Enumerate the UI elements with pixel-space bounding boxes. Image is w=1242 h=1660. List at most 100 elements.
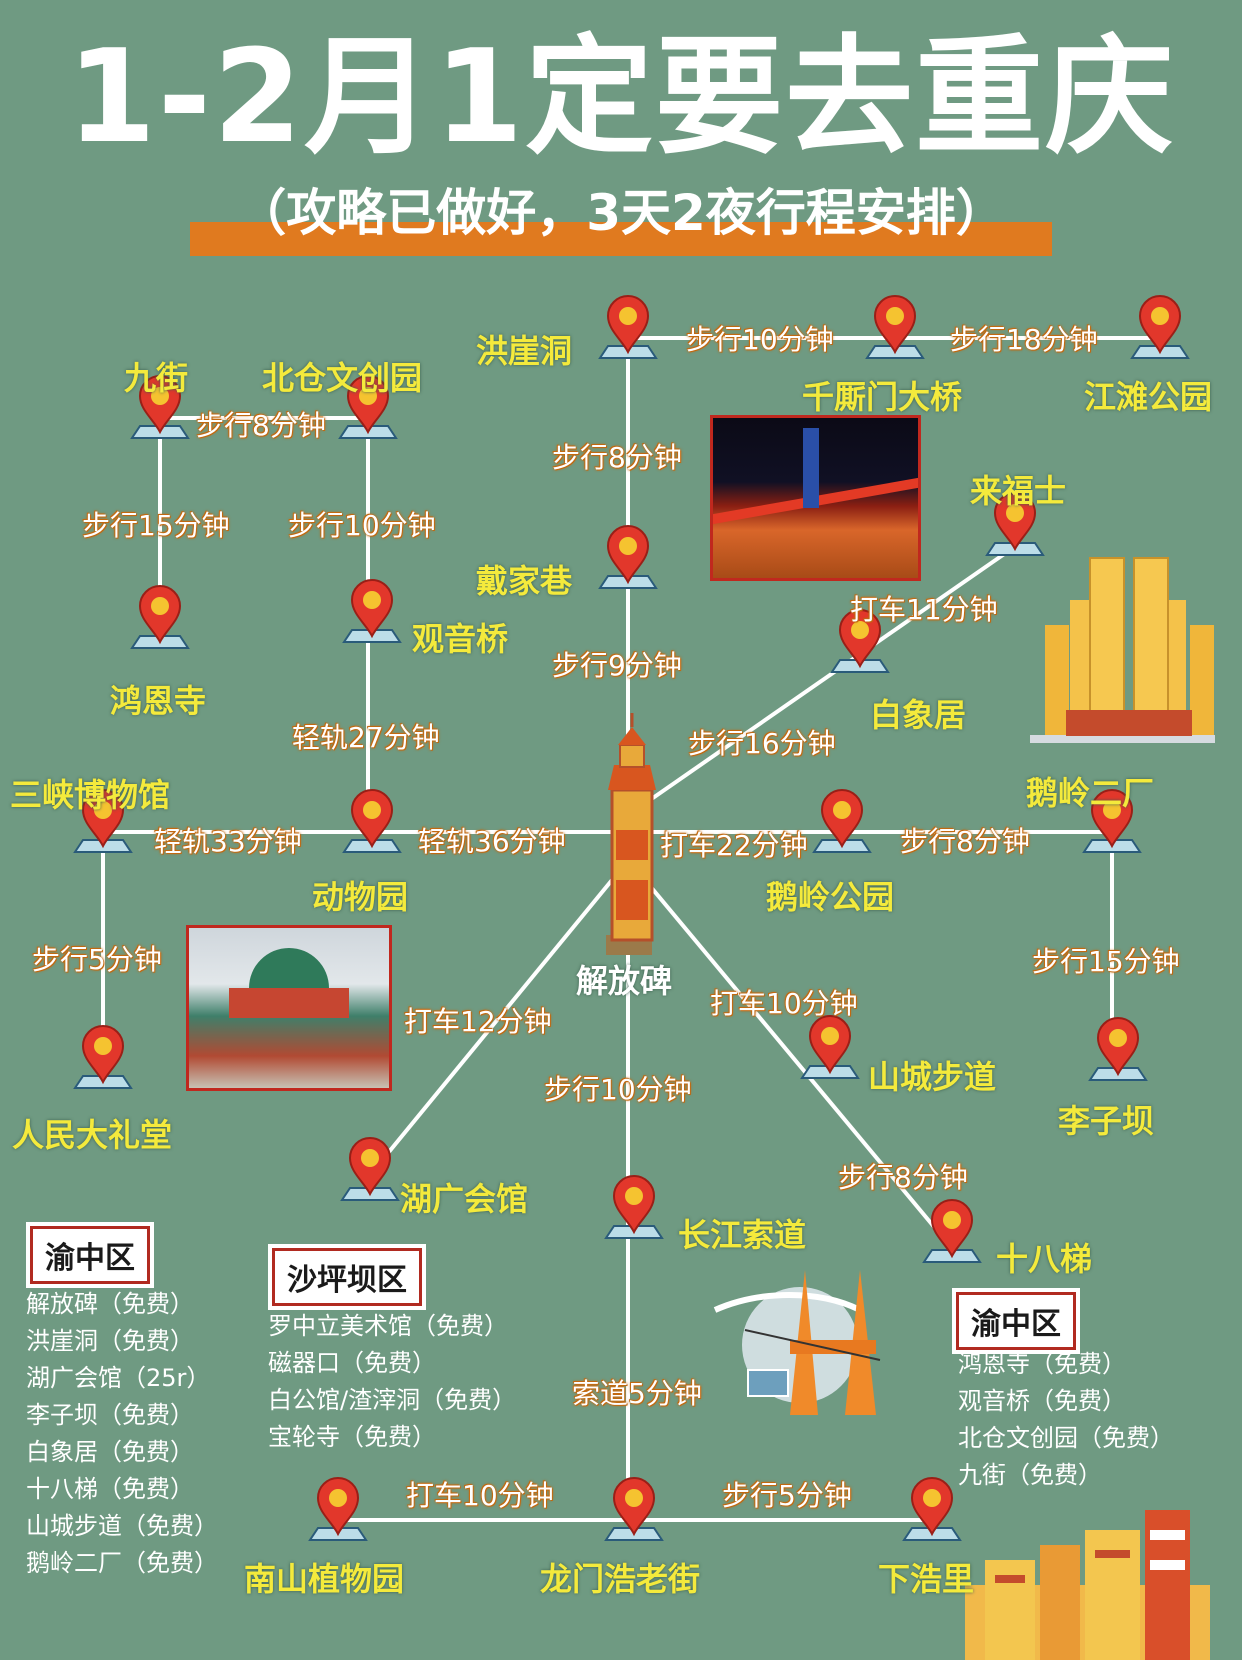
legend-item: 磁器口（免费） [268,1349,436,1377]
map-pin-icon-sanxia[interactable] [73,789,133,853]
place-shancheng[interactable]: 山城步道 [868,1058,997,1096]
place-baixiangju[interactable]: 白象居 [870,696,967,734]
legend-item: 湖广会馆（25r） [26,1364,211,1392]
place-daijiaxiang[interactable]: 戴家巷 [476,562,573,600]
place-eling2[interactable]: 鹅岭二厂 [1026,774,1155,812]
route-line-jie-shibati [643,878,947,1242]
map-pin-icon-daijiaxiang[interactable] [598,525,658,589]
place-elingpark[interactable]: 鹅岭公园 [766,878,895,916]
map-pin-icon-huguang[interactable] [340,1137,400,1201]
map-pin-icon-dongwuyuan[interactable] [342,789,402,853]
route-label-guan-dong: 轻轨27分钟 [292,721,440,754]
route-label-bai-jie: 步行16分钟 [688,727,836,760]
map-pin-icon-xiahaoli[interactable] [902,1477,962,1541]
pin-dot [851,621,869,639]
legend-left-list: 解放碑（免费）洪崖洞（免费）湖广会馆（25r）李子坝（免费）白象居（免费）十八梯… [26,1286,218,1582]
map-pin-icon-hongyadong[interactable] [598,295,658,359]
place-guanyinqiao[interactable]: 观音桥 [412,620,509,658]
place-changjiang[interactable]: 长江索道 [678,1216,807,1254]
map-pin-icon-elingpark[interactable] [812,789,872,853]
raffles-skyline-icon [1030,557,1215,743]
map-pin-icon-liziba[interactable] [1088,1017,1148,1081]
route-label-longmen-xiahaoli: 步行5分钟 [722,1479,852,1512]
route-label-lai-bai: 打车11分钟 [850,593,998,626]
place-qiansimen[interactable]: 千厮门大桥 [802,378,963,416]
map-pin-icon-hongensi[interactable] [130,585,190,649]
legend-item: 山城步道（免费） [26,1512,218,1540]
legend-item: 北仓文创园（免费） [958,1424,1174,1452]
legend-item: 宝轮寺（免费） [268,1423,436,1451]
map-pin-icon-jiangtan[interactable] [1130,295,1190,359]
place-nanshan[interactable]: 南山植物园 [244,1560,405,1598]
great-hall-photo [186,925,392,1091]
legend-middle-list: 罗中立美术馆（免费）磁器口（免费）白公馆/渣滓洞（免费）宝轮寺（免费） [268,1308,516,1456]
map-pin-icon-laifushi[interactable] [985,492,1045,556]
jiefangbei-monument-icon [606,713,656,955]
route-label-jie-shancheng: 打车10分钟 [710,987,858,1020]
map-pin-icon-jiujie[interactable] [130,375,190,439]
route-label-qian-jiang: 步行18分钟 [950,323,1098,356]
legend-right-district: 渝中区 [956,1292,1076,1350]
cableway-towers-icon [713,1270,881,1415]
place-sanxia[interactable]: 三峡博物馆 [10,776,171,814]
legend-item: 洪崖洞（免费） [26,1327,194,1355]
route-label-san-renmin: 步行5分钟 [32,943,162,976]
map-pin-icon-eling2[interactable] [1082,789,1142,853]
pin-dot [821,1027,839,1045]
city-buildings-icon [965,1510,1210,1660]
pin-dot [363,801,381,819]
route-label-jiu-hongen: 步行15分钟 [82,509,230,542]
place-jiujie[interactable]: 九街 [124,359,189,397]
place-jiangtan[interactable]: 江滩公园 [1084,378,1213,416]
legend-middle-district: 沙坪坝区 [272,1248,422,1306]
route-line-jie-laifushi [648,548,1012,802]
place-huguang[interactable]: 湖广会馆 [400,1180,529,1218]
pin-dot [1103,801,1121,819]
place-laifushi[interactable]: 来福士 [970,472,1067,510]
place-beicang[interactable]: 北仓文创园 [262,359,423,397]
pin-dot [94,1037,112,1055]
page-subtitle: （攻略已做好，3天2夜行程安排） [236,184,1006,242]
route-line-jie-huguang [368,878,614,1177]
place-hongyadong[interactable]: 洪崖洞 [476,332,573,370]
route-label-hong-qian: 步行10分钟 [686,323,834,356]
place-liziba[interactable]: 李子坝 [1058,1102,1155,1140]
route-label-eling2-liziba: 步行15分钟 [1032,945,1180,978]
pin-dot [625,1187,643,1205]
legend-item: 十八梯（免费） [26,1475,194,1503]
legend-left-district: 渝中区 [30,1226,150,1284]
pin-dot [329,1489,347,1507]
map-pin-icon-guanyinqiao[interactable] [342,579,402,643]
pin-dot [1151,307,1169,325]
place-xiahaoli[interactable]: 下浩里 [878,1560,975,1598]
pin-dot [361,1149,379,1167]
legend-item: 鸿恩寺（免费） [958,1350,1126,1378]
map-pin-icon-changjiang[interactable] [604,1175,664,1239]
route-label-jie-changjiang: 步行10分钟 [544,1073,692,1106]
map-pin-icon-longmen[interactable] [604,1477,664,1541]
place-longmen[interactable]: 龙门浩老街 [540,1560,701,1598]
legend-item: 罗中立美术馆（免费） [268,1312,508,1340]
subtitle-highlight-band [190,222,1052,256]
pin-dot [886,307,904,325]
place-hongensi[interactable]: 鸿恩寺 [110,682,207,720]
map-pin-icon-shibati[interactable] [922,1199,982,1263]
pin-dot [619,307,637,325]
legend-item: 观音桥（免费） [958,1387,1126,1415]
map-pin-icon-shancheng[interactable] [800,1015,860,1079]
route-label-jiu-bei: 步行8分钟 [196,409,326,442]
place-shibati[interactable]: 十八梯 [996,1240,1093,1278]
map-pin-icon-beicang[interactable] [338,375,398,439]
pin-dot [833,801,851,819]
place-renmin[interactable]: 人民大礼堂 [12,1116,173,1154]
place-dongwuyuan[interactable]: 动物园 [312,878,409,916]
page-title: 1-2月1定要去重庆 [66,23,1176,172]
map-pin-icon-nanshan[interactable] [308,1477,368,1541]
place-jiefangbei[interactable]: 解放碑 [576,962,673,1000]
map-pin-icon-baixiangju[interactable] [830,609,890,673]
pin-dot [151,387,169,405]
legend-item: 九街（免费） [958,1461,1102,1489]
map-pin-icon-renmin[interactable] [73,1025,133,1089]
map-pin-icon-qiansimen[interactable] [865,295,925,359]
